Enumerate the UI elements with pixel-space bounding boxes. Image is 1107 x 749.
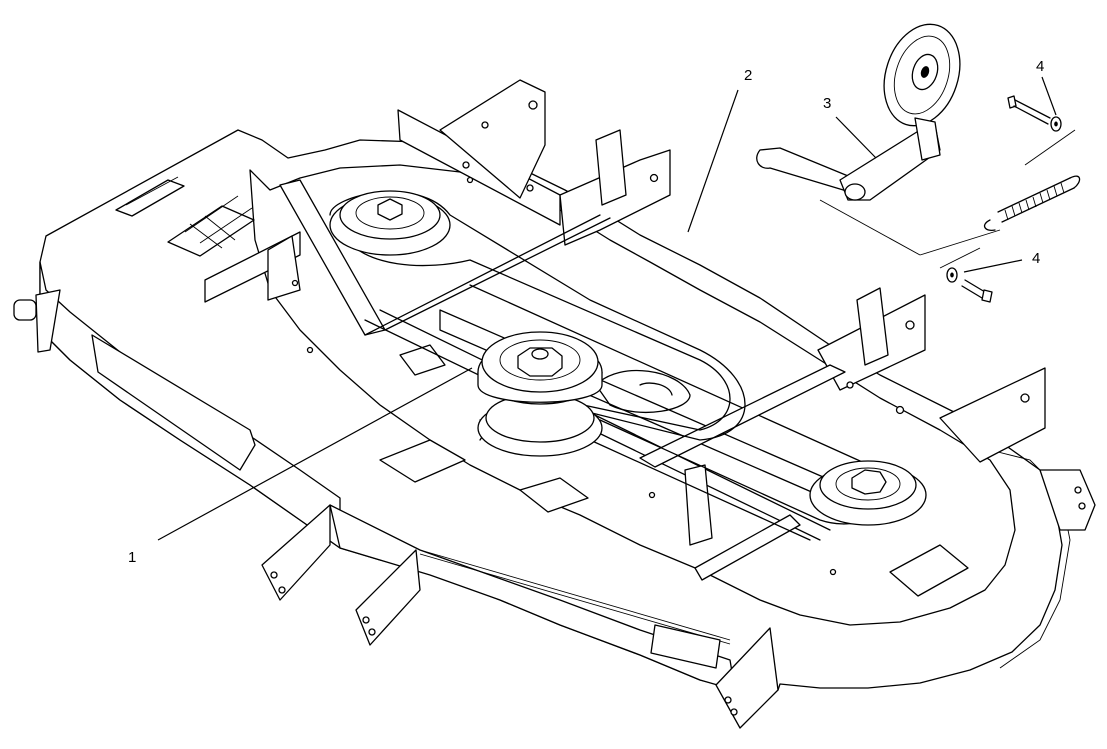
pulley-icon bbox=[329, 190, 451, 256]
decal-group bbox=[115, 176, 969, 669]
callout-label-3: 3 bbox=[823, 95, 831, 112]
washer-icon bbox=[1050, 116, 1062, 132]
lower-bolt-icon bbox=[939, 247, 993, 303]
idler-pulley-icon bbox=[883, 23, 961, 127]
callout-leader-1 bbox=[157, 367, 473, 541]
right-pulley bbox=[809, 460, 927, 526]
center-pulley bbox=[477, 331, 603, 457]
bracket-holes bbox=[270, 100, 1086, 716]
callout-label-2: 2 bbox=[744, 67, 752, 84]
callout-label-1: 1 bbox=[128, 549, 136, 566]
callout-leader-3 bbox=[835, 116, 877, 159]
callout-label-4b: 4 bbox=[1032, 250, 1040, 267]
callout-leader-4b bbox=[963, 259, 1023, 273]
idler-arm-icon bbox=[756, 117, 1001, 256]
callout-label-4a: 4 bbox=[1036, 58, 1044, 75]
callouts: 1 2 3 4 4 bbox=[128, 58, 1057, 566]
callout-leader-4a bbox=[1041, 76, 1057, 116]
spring-icon bbox=[983, 129, 1081, 231]
bolt-icon bbox=[1007, 95, 1051, 125]
callout-leader-2 bbox=[687, 89, 739, 233]
